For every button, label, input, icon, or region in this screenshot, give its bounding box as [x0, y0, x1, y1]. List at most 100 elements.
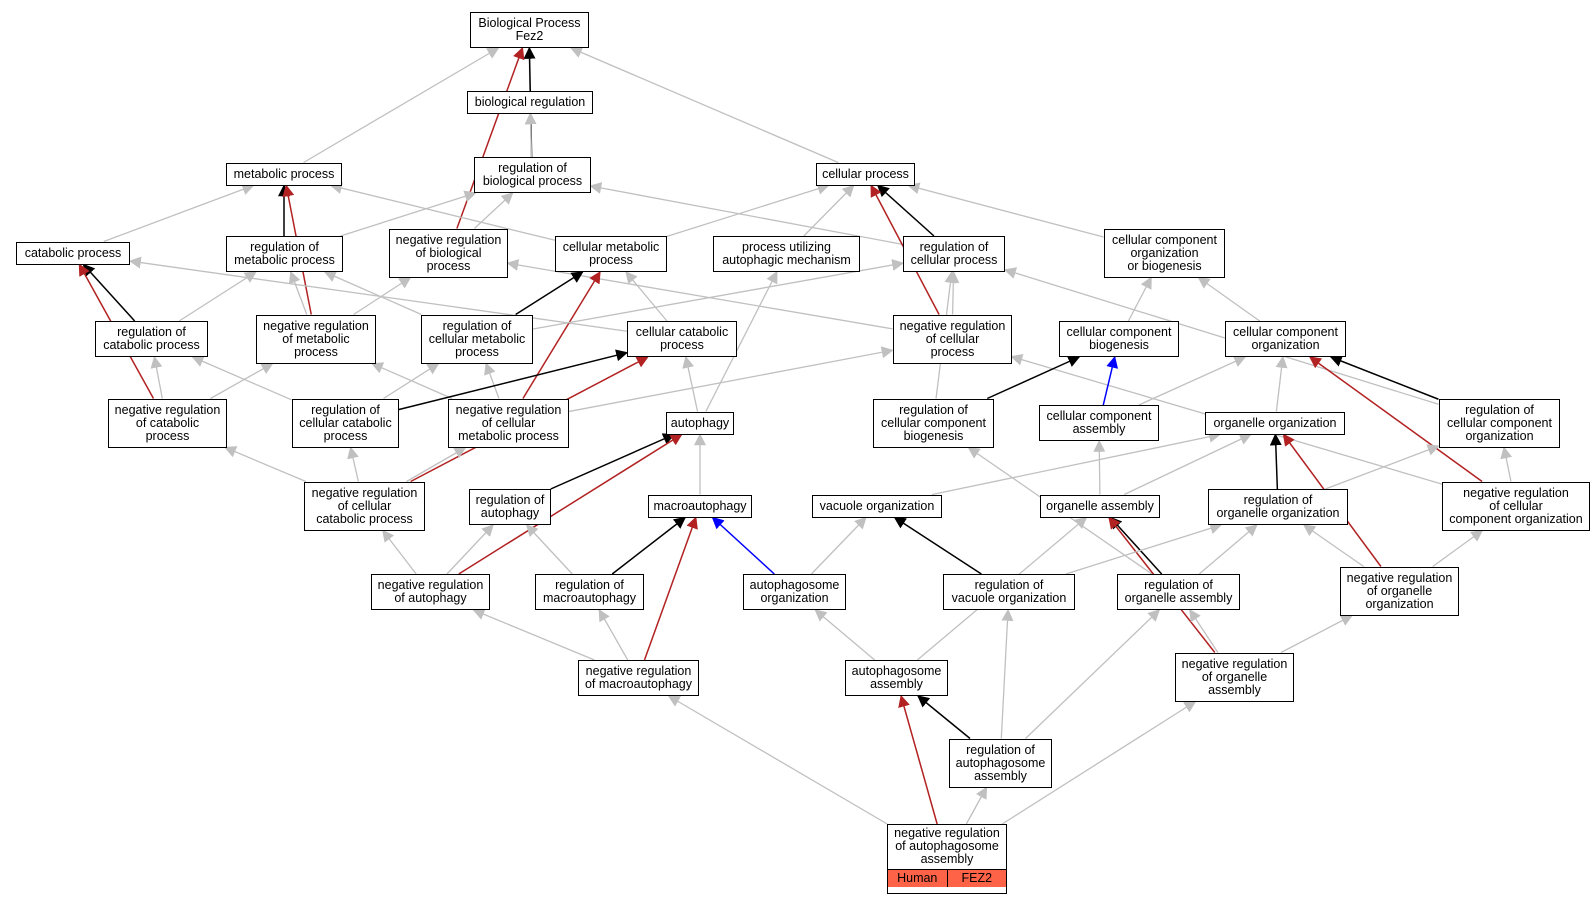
edge-black	[893, 516, 982, 575]
edge-red	[643, 516, 698, 661]
node-cellular-component-organization-or-biogenesis[interactable]: cellular component organization or bioge…	[1104, 229, 1225, 278]
edge-gray	[1197, 276, 1261, 322]
node-cellular-component-organization[interactable]: cellular component organization	[1225, 321, 1346, 357]
node-regulation-of-cellular-process[interactable]: regulation of cellular process	[903, 236, 1005, 272]
edge-gray	[406, 446, 467, 483]
node-regulation-of-cellular-catabolic-process[interactable]: regulation of cellular catabolic process	[292, 399, 399, 448]
node-label: negative regulation of autophagosome ass…	[894, 826, 1000, 866]
edge-red	[898, 694, 938, 825]
node-negative-regulation-of-autophagosome-assembly[interactable]: negative regulation of autophagosome ass…	[887, 824, 1007, 894]
node-biological-process-root[interactable]: Biological Process Fez2	[470, 12, 589, 48]
edge-gray	[1000, 608, 1014, 739]
edge-gray	[1093, 439, 1106, 495]
node-negative-regulation-of-cellular-process[interactable]: negative regulation of cellular process	[893, 315, 1012, 364]
node-negative-regulation-of-autophagy[interactable]: negative regulation of autophagy	[371, 574, 490, 610]
edge-gray	[353, 276, 412, 316]
edge-gray	[569, 46, 839, 164]
node-negative-regulation-of-metabolic-process[interactable]: negative regulation of metabolic process	[256, 315, 376, 364]
node-negative-regulation-of-cellular-component-organization[interactable]: negative regulation of cellular componen…	[1442, 482, 1590, 531]
edge-gray	[1123, 433, 1252, 496]
node-metabolic-process[interactable]: metabolic process	[226, 163, 342, 186]
edge-gray	[1280, 614, 1354, 654]
node-regulation-of-cellular-component-biogenesis[interactable]: regulation of cellular component biogene…	[873, 399, 994, 448]
edge-gray	[907, 182, 1104, 238]
edge-black	[876, 184, 935, 237]
node-negative-regulation-of-organelle-organization[interactable]: negative regulation of organelle organiz…	[1340, 567, 1459, 616]
node-autophagosome-organization[interactable]: autophagosome organization	[743, 574, 846, 610]
edge-gray	[1001, 700, 1197, 825]
annotation-tags: Human FEZ2	[888, 869, 1006, 887]
node-regulation-of-organelle-organization[interactable]: regulation of organelle organization	[1208, 489, 1348, 525]
edge-gray	[323, 270, 422, 316]
edge-gray	[329, 182, 556, 241]
edge-gray	[589, 182, 904, 246]
node-cellular-catabolic-process[interactable]: cellular catabolic process	[627, 321, 737, 357]
edge-gray	[340, 190, 477, 237]
node-regulation-of-autophagy[interactable]: regulation of autophagy	[469, 489, 551, 525]
edge-gray	[303, 47, 500, 164]
edge-gray	[224, 446, 307, 483]
edge-red	[1308, 356, 1483, 483]
edge-gray	[103, 183, 255, 243]
edge-gray	[1275, 355, 1288, 412]
edge-gray	[965, 786, 988, 825]
edge-red	[458, 433, 683, 575]
node-biological-regulation[interactable]: biological regulation	[467, 91, 593, 114]
node-negative-regulation-of-catabolic-process[interactable]: negative regulation of catabolic process	[108, 399, 227, 448]
edge-gray	[932, 430, 1222, 496]
edge-gray	[666, 183, 830, 237]
node-cellular-component-biogenesis[interactable]: cellular component biogenesis	[1059, 321, 1179, 357]
edge-blue	[1102, 355, 1119, 406]
edge-gray	[347, 446, 360, 482]
node-regulation-of-metabolic-process[interactable]: regulation of metabolic process	[226, 236, 343, 272]
edge-gray	[178, 271, 257, 322]
node-cellular-component-assembly[interactable]: cellular component assembly	[1039, 405, 1159, 441]
node-autophagy[interactable]: autophagy	[666, 412, 734, 435]
edge-gray	[288, 270, 308, 315]
edge-red	[522, 270, 601, 399]
node-negative-regulation-of-organelle-assembly[interactable]: negative regulation of organelle assembl…	[1175, 653, 1294, 702]
edge-gray	[568, 346, 894, 413]
node-autophagosome-assembly[interactable]: autophagosome assembly	[845, 660, 948, 696]
node-regulation-of-cellular-metabolic-process[interactable]: regulation of cellular metabolic process	[421, 315, 533, 364]
node-regulation-of-organelle-assembly[interactable]: regulation of organelle assembly	[1117, 574, 1240, 610]
edge-gray	[473, 192, 514, 229]
edge-gray	[1500, 446, 1513, 482]
node-organelle-assembly[interactable]: organelle assembly	[1040, 495, 1160, 518]
edge-black	[1269, 433, 1282, 490]
edge-gray	[1432, 529, 1484, 568]
node-regulation-of-autophagosome-assembly[interactable]: regulation of autophagosome assembly	[949, 739, 1052, 788]
edge-gray	[705, 270, 778, 412]
gene-tag: FEZ2	[946, 870, 1006, 887]
edge-gray	[484, 362, 500, 399]
edge-gray	[947, 270, 960, 315]
node-catabolic-process[interactable]: catabolic process	[16, 242, 130, 265]
node-regulation-of-cellular-component-organization[interactable]: regulation of cellular component organiz…	[1439, 399, 1560, 448]
node-negative-regulation-of-cellular-metabolic-process[interactable]: negative regulation of cellular metaboli…	[448, 399, 569, 448]
node-cellular-process[interactable]: cellular process	[816, 163, 915, 186]
edge-gray	[803, 184, 855, 237]
node-regulation-of-catabolic-process[interactable]: regulation of catabolic process	[95, 321, 208, 357]
node-process-utilizing-autophagic-mechanism[interactable]: process utilizing autophagic mechanism	[713, 236, 860, 272]
edge-gray	[682, 355, 699, 412]
node-organelle-organization[interactable]: organelle organization	[1205, 412, 1345, 435]
node-regulation-of-vacuole-organization[interactable]: regulation of vacuole organization	[943, 574, 1075, 610]
node-cellular-metabolic-process[interactable]: cellular metabolic process	[555, 236, 667, 272]
node-negative-regulation-of-biological-process[interactable]: negative regulation of biological proces…	[389, 229, 508, 278]
edge-gray	[598, 608, 629, 661]
node-regulation-of-biological-process[interactable]: regulation of biological process	[474, 157, 591, 193]
edge-gray	[1065, 522, 1223, 575]
node-regulation-of-macroautophagy[interactable]: regulation of macroautophagy	[535, 574, 644, 610]
node-macroautophagy[interactable]: macroautophagy	[648, 495, 752, 518]
edge-black	[986, 355, 1081, 400]
node-negative-regulation-of-macroautophagy[interactable]: negative regulation of macroautophagy	[578, 660, 699, 696]
edge-gray	[1189, 608, 1219, 653]
edge-gray	[525, 524, 573, 575]
edge-gray	[1325, 444, 1440, 490]
node-negative-regulation-of-cellular-catabolic-process[interactable]: negative regulation of cellular cataboli…	[304, 482, 425, 531]
node-vacuole-organization[interactable]: vacuole organization	[812, 495, 942, 518]
edge-gray	[150, 355, 163, 399]
edge-gray	[1025, 609, 1161, 739]
edge-black	[550, 433, 676, 490]
